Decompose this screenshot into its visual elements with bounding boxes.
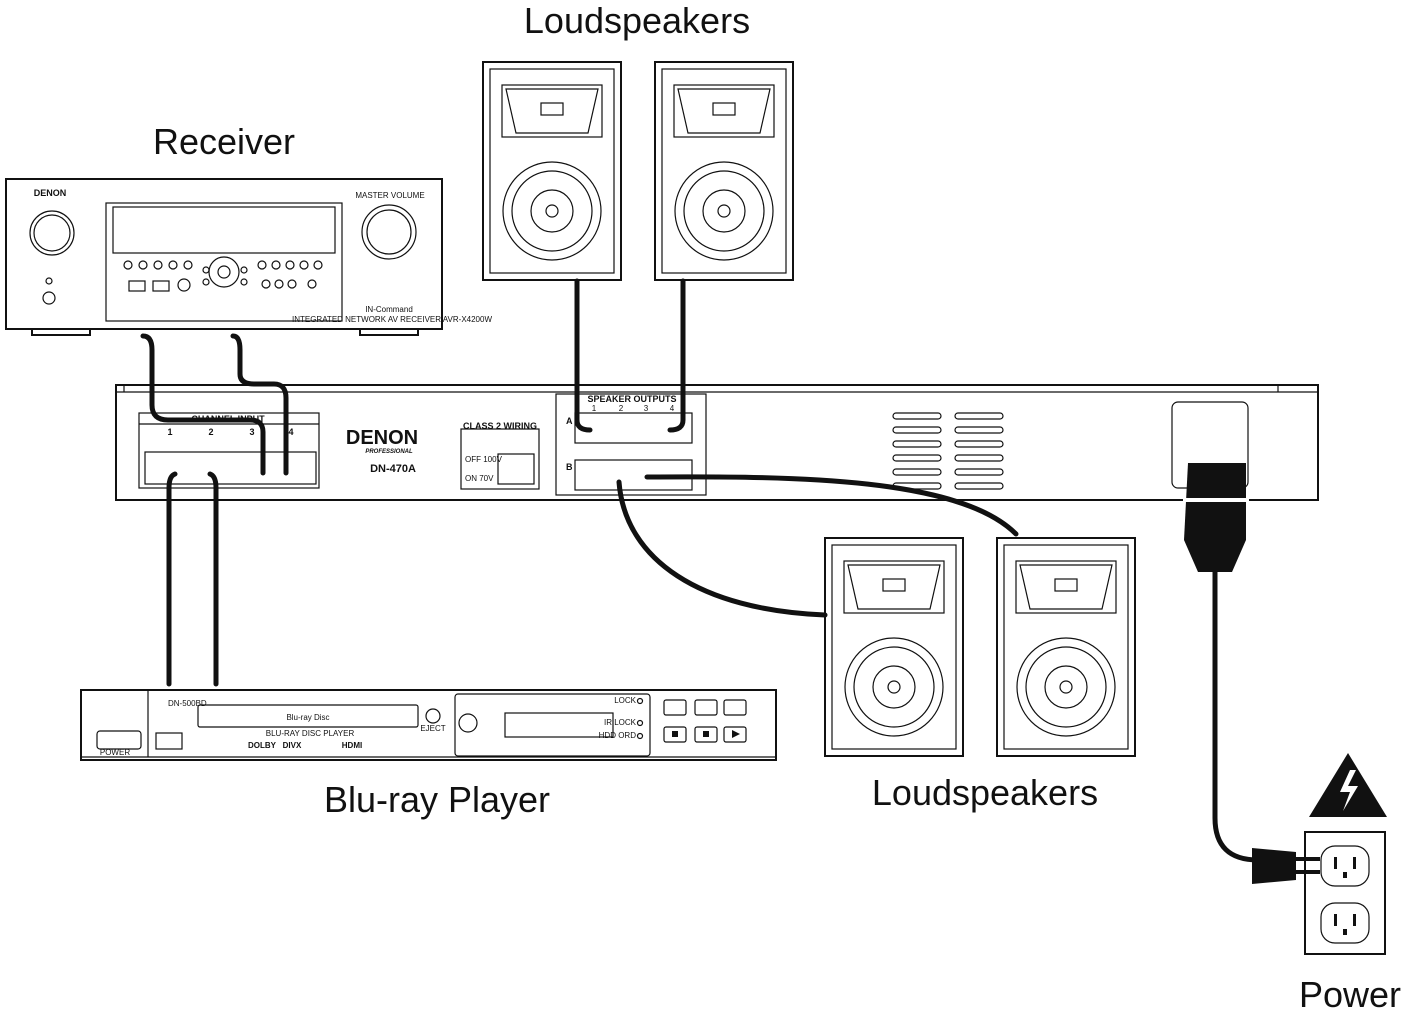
loudspeakers-top-label: Loudspeakers — [524, 0, 750, 41]
bluray-eject: EJECT — [420, 724, 445, 733]
power-label: Power — [1299, 974, 1401, 1013]
channel-input-4: 4 — [288, 427, 293, 437]
receiver-label: Receiver — [153, 121, 295, 162]
receiver-unit: DENON MASTER VOLUME IN-Command — [5, 178, 492, 336]
speaker-output-2: 2 — [619, 404, 624, 413]
loudspeaker-bottom-left — [824, 537, 964, 757]
channel-input-3: 3 — [249, 427, 254, 437]
receiver-brand: DENON — [34, 188, 67, 198]
row-a-label: A — [566, 416, 573, 426]
loudspeaker-top-right — [654, 61, 794, 281]
loudspeakers-bottom-label: Loudspeakers — [872, 772, 1098, 813]
bluray-caption: BLU-RAY DISC PLAYER — [266, 729, 355, 738]
bluray-model: DN-500BD — [168, 699, 207, 708]
loudspeaker-bottom-right — [996, 537, 1136, 757]
bluray-player-unit: DN-500BD POWER Blu-ray Disc BLU-RAY DISC… — [80, 689, 777, 761]
amplifier-model: DN-470A — [370, 463, 416, 475]
off-100v: OFF 100V — [465, 455, 503, 464]
speaker-output-4: 4 — [670, 404, 675, 413]
class2-label: CLASS 2 WIRING — [463, 421, 537, 431]
channel-input-1: 1 — [167, 427, 172, 437]
receiver-master-volume: MASTER VOLUME — [355, 191, 424, 200]
receiver-in-command: IN-Command — [365, 305, 413, 314]
speaker-output-1: 1 — [592, 404, 597, 413]
amplifier-unit: CHANNEL INPUT 1 2 3 4 DENON PROFESSIONAL… — [115, 384, 1319, 501]
bluray-divx: DIVX — [283, 741, 302, 750]
amplifier-brand: DENON — [346, 427, 418, 449]
bluray-lock: LOCK — [614, 696, 636, 705]
bluray-dolby: DOLBY — [248, 741, 277, 750]
bluray-disc-logo: Blu-ray Disc — [286, 713, 329, 722]
high-voltage-warning-icon — [1309, 753, 1387, 817]
bluray-hdmi: HDMI — [342, 741, 362, 750]
channel-input-2: 2 — [208, 427, 213, 437]
speaker-outputs-label: SPEAKER OUTPUTS — [587, 394, 676, 404]
loudspeaker-top-left — [482, 61, 622, 281]
bluray-ir-lock: IR LOCK — [604, 718, 637, 727]
on-70v: ON 70V — [465, 474, 494, 483]
wall-outlet — [1304, 831, 1386, 955]
speaker-output-3: 3 — [644, 404, 649, 413]
amplifier-professional: PROFESSIONAL — [365, 449, 413, 455]
amplifier-vents — [892, 412, 1004, 490]
bluray-label: Blu-ray Player — [324, 779, 550, 820]
wiring — [140, 278, 1320, 884]
bluray-hdd: HDD ORD — [599, 731, 637, 740]
bluray-power: POWER — [100, 748, 130, 757]
receiver-model-line: INTEGRATED NETWORK AV RECEIVER AVR-X4200… — [292, 315, 492, 324]
row-b-label: B — [566, 462, 573, 472]
